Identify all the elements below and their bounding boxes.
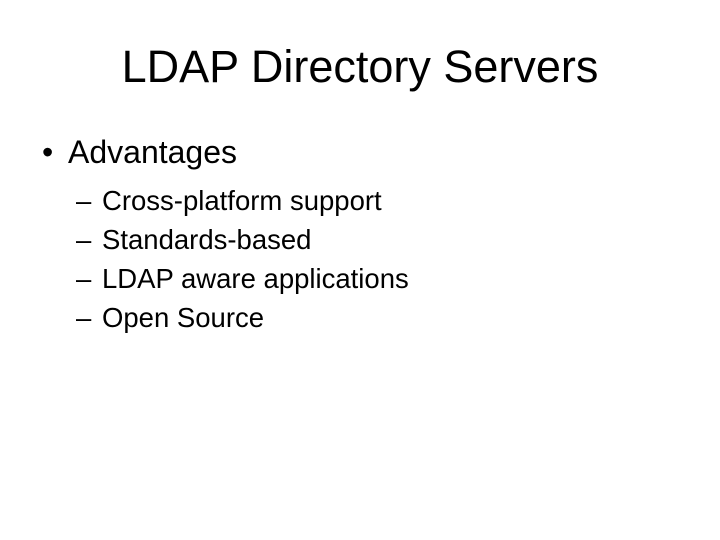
dash-icon: – xyxy=(76,185,92,216)
dash-icon: – xyxy=(76,224,92,255)
bullet-label: Advantages xyxy=(68,134,238,170)
sub-bullet-label: Cross-platform support xyxy=(102,185,382,216)
sub-bullet-item: –Cross-platform support xyxy=(76,181,409,220)
slide-title: LDAP Directory Servers xyxy=(121,41,599,92)
sub-bullet-item: –Open Source xyxy=(76,298,409,337)
dash-icon: – xyxy=(76,302,92,333)
sub-bullet-item: –Standards-based xyxy=(76,220,409,259)
sub-bullet-label: Standards-based xyxy=(102,224,312,255)
bullet-dot-icon: • xyxy=(42,134,54,170)
bullet-item-advantages: • Advantages xyxy=(42,134,237,170)
sub-bullet-item: –LDAP aware applications xyxy=(76,259,409,298)
sub-bullet-label: Open Source xyxy=(102,302,265,333)
sub-bullet-list: –Cross-platform support –Standards-based… xyxy=(76,181,409,337)
dash-icon: – xyxy=(76,263,92,294)
sub-bullet-label: LDAP aware applications xyxy=(102,263,409,294)
